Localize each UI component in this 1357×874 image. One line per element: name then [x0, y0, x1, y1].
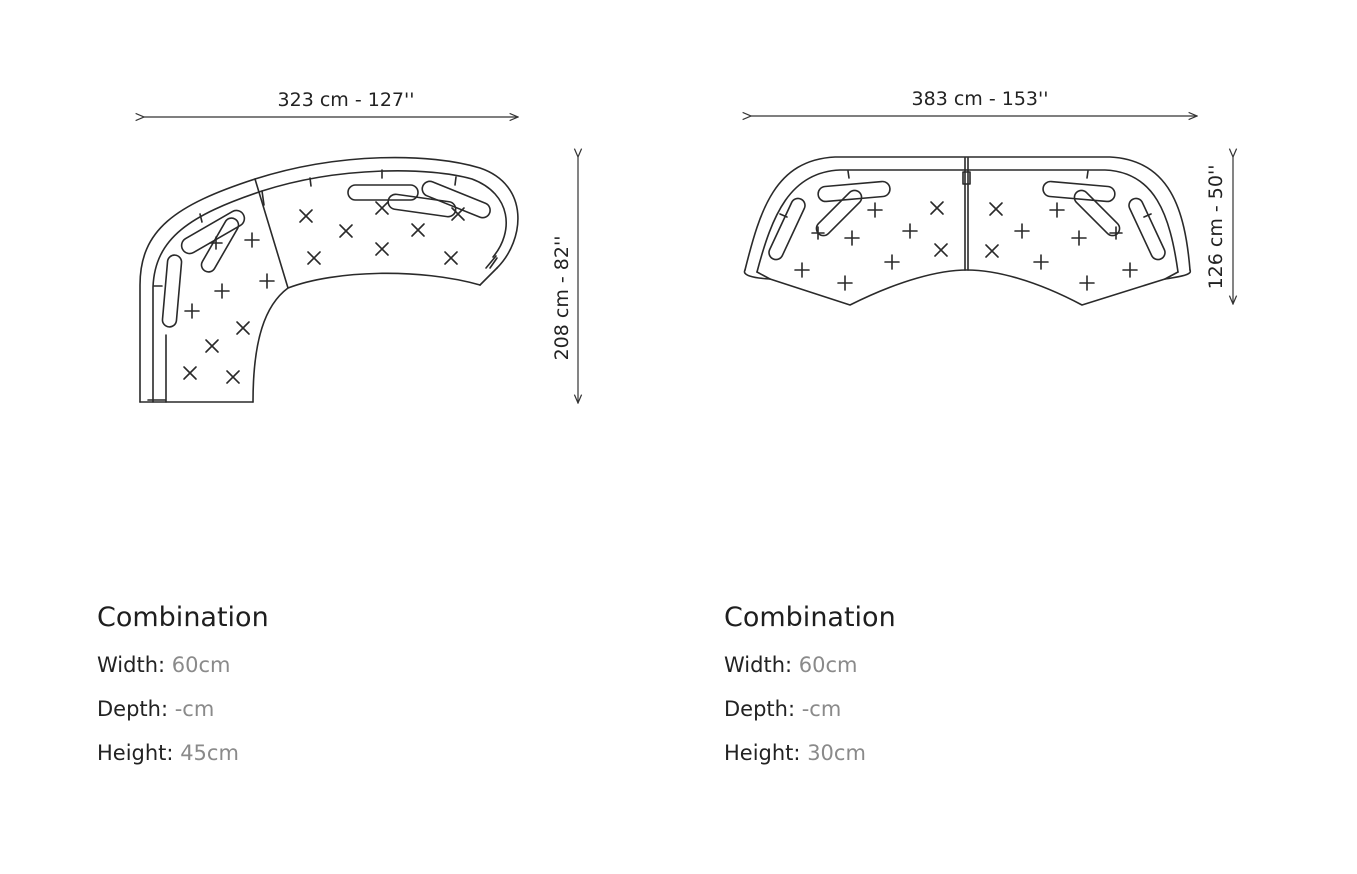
- spec-height-label: Height:: [97, 741, 174, 765]
- spec-width-label: Width:: [97, 653, 166, 677]
- spec-height: Height: 45cm: [97, 738, 269, 768]
- seat-stitch-marks-right: [794, 201, 1138, 291]
- spec-width-label: Width:: [724, 653, 793, 677]
- spec-width-value: 60cm: [798, 653, 858, 677]
- spec-depth: Depth: -cm: [97, 694, 269, 724]
- combination-title: Combination: [97, 602, 269, 633]
- seat-stitch-marks-left: [183, 201, 465, 384]
- depth-dimension-label: 208 cm - 82'': [551, 236, 573, 361]
- spec-height-value: 45cm: [180, 741, 239, 765]
- spec-width: Width: 60cm: [97, 650, 269, 680]
- spec-depth-label: Depth:: [97, 697, 169, 721]
- spec-height-value: 30cm: [807, 741, 866, 765]
- sofa-outline-right: [743, 156, 1192, 306]
- spec-depth-label: Depth:: [724, 697, 796, 721]
- depth-dimension-label: 126 cm - 50'': [1205, 165, 1227, 290]
- spec-height-label: Height:: [724, 741, 801, 765]
- spec-depth: Depth: -cm: [724, 694, 896, 724]
- sofa-diagram-right: 383 cm - 153'' 126 cm - 50'': [640, 0, 1357, 430]
- spec-height: Height: 30cm: [724, 738, 896, 768]
- spec-depth-value: -cm: [801, 697, 842, 721]
- width-dimension-label: 383 cm - 153'': [912, 88, 1049, 110]
- specs-left: Combination Width: 60cm Depth: -cm Heigh…: [97, 600, 269, 782]
- width-dimension-label: 323 cm - 127'': [278, 89, 415, 111]
- sofa-diagram-left: 323 cm - 127'' 208 cm - 82'': [0, 0, 640, 430]
- sofa-outline-left: [139, 156, 519, 403]
- spec-depth-value: -cm: [174, 697, 215, 721]
- spec-width-value: 60cm: [171, 653, 231, 677]
- combination-title: Combination: [724, 602, 896, 633]
- spec-width: Width: 60cm: [724, 650, 896, 680]
- sofa-drawing-right: 383 cm - 153'' 126 cm - 50'': [640, 88, 1357, 306]
- sofa-drawing-left: 323 cm - 127'' 208 cm - 82'': [0, 89, 640, 430]
- specs-right: Combination Width: 60cm Depth: -cm Heigh…: [724, 600, 896, 782]
